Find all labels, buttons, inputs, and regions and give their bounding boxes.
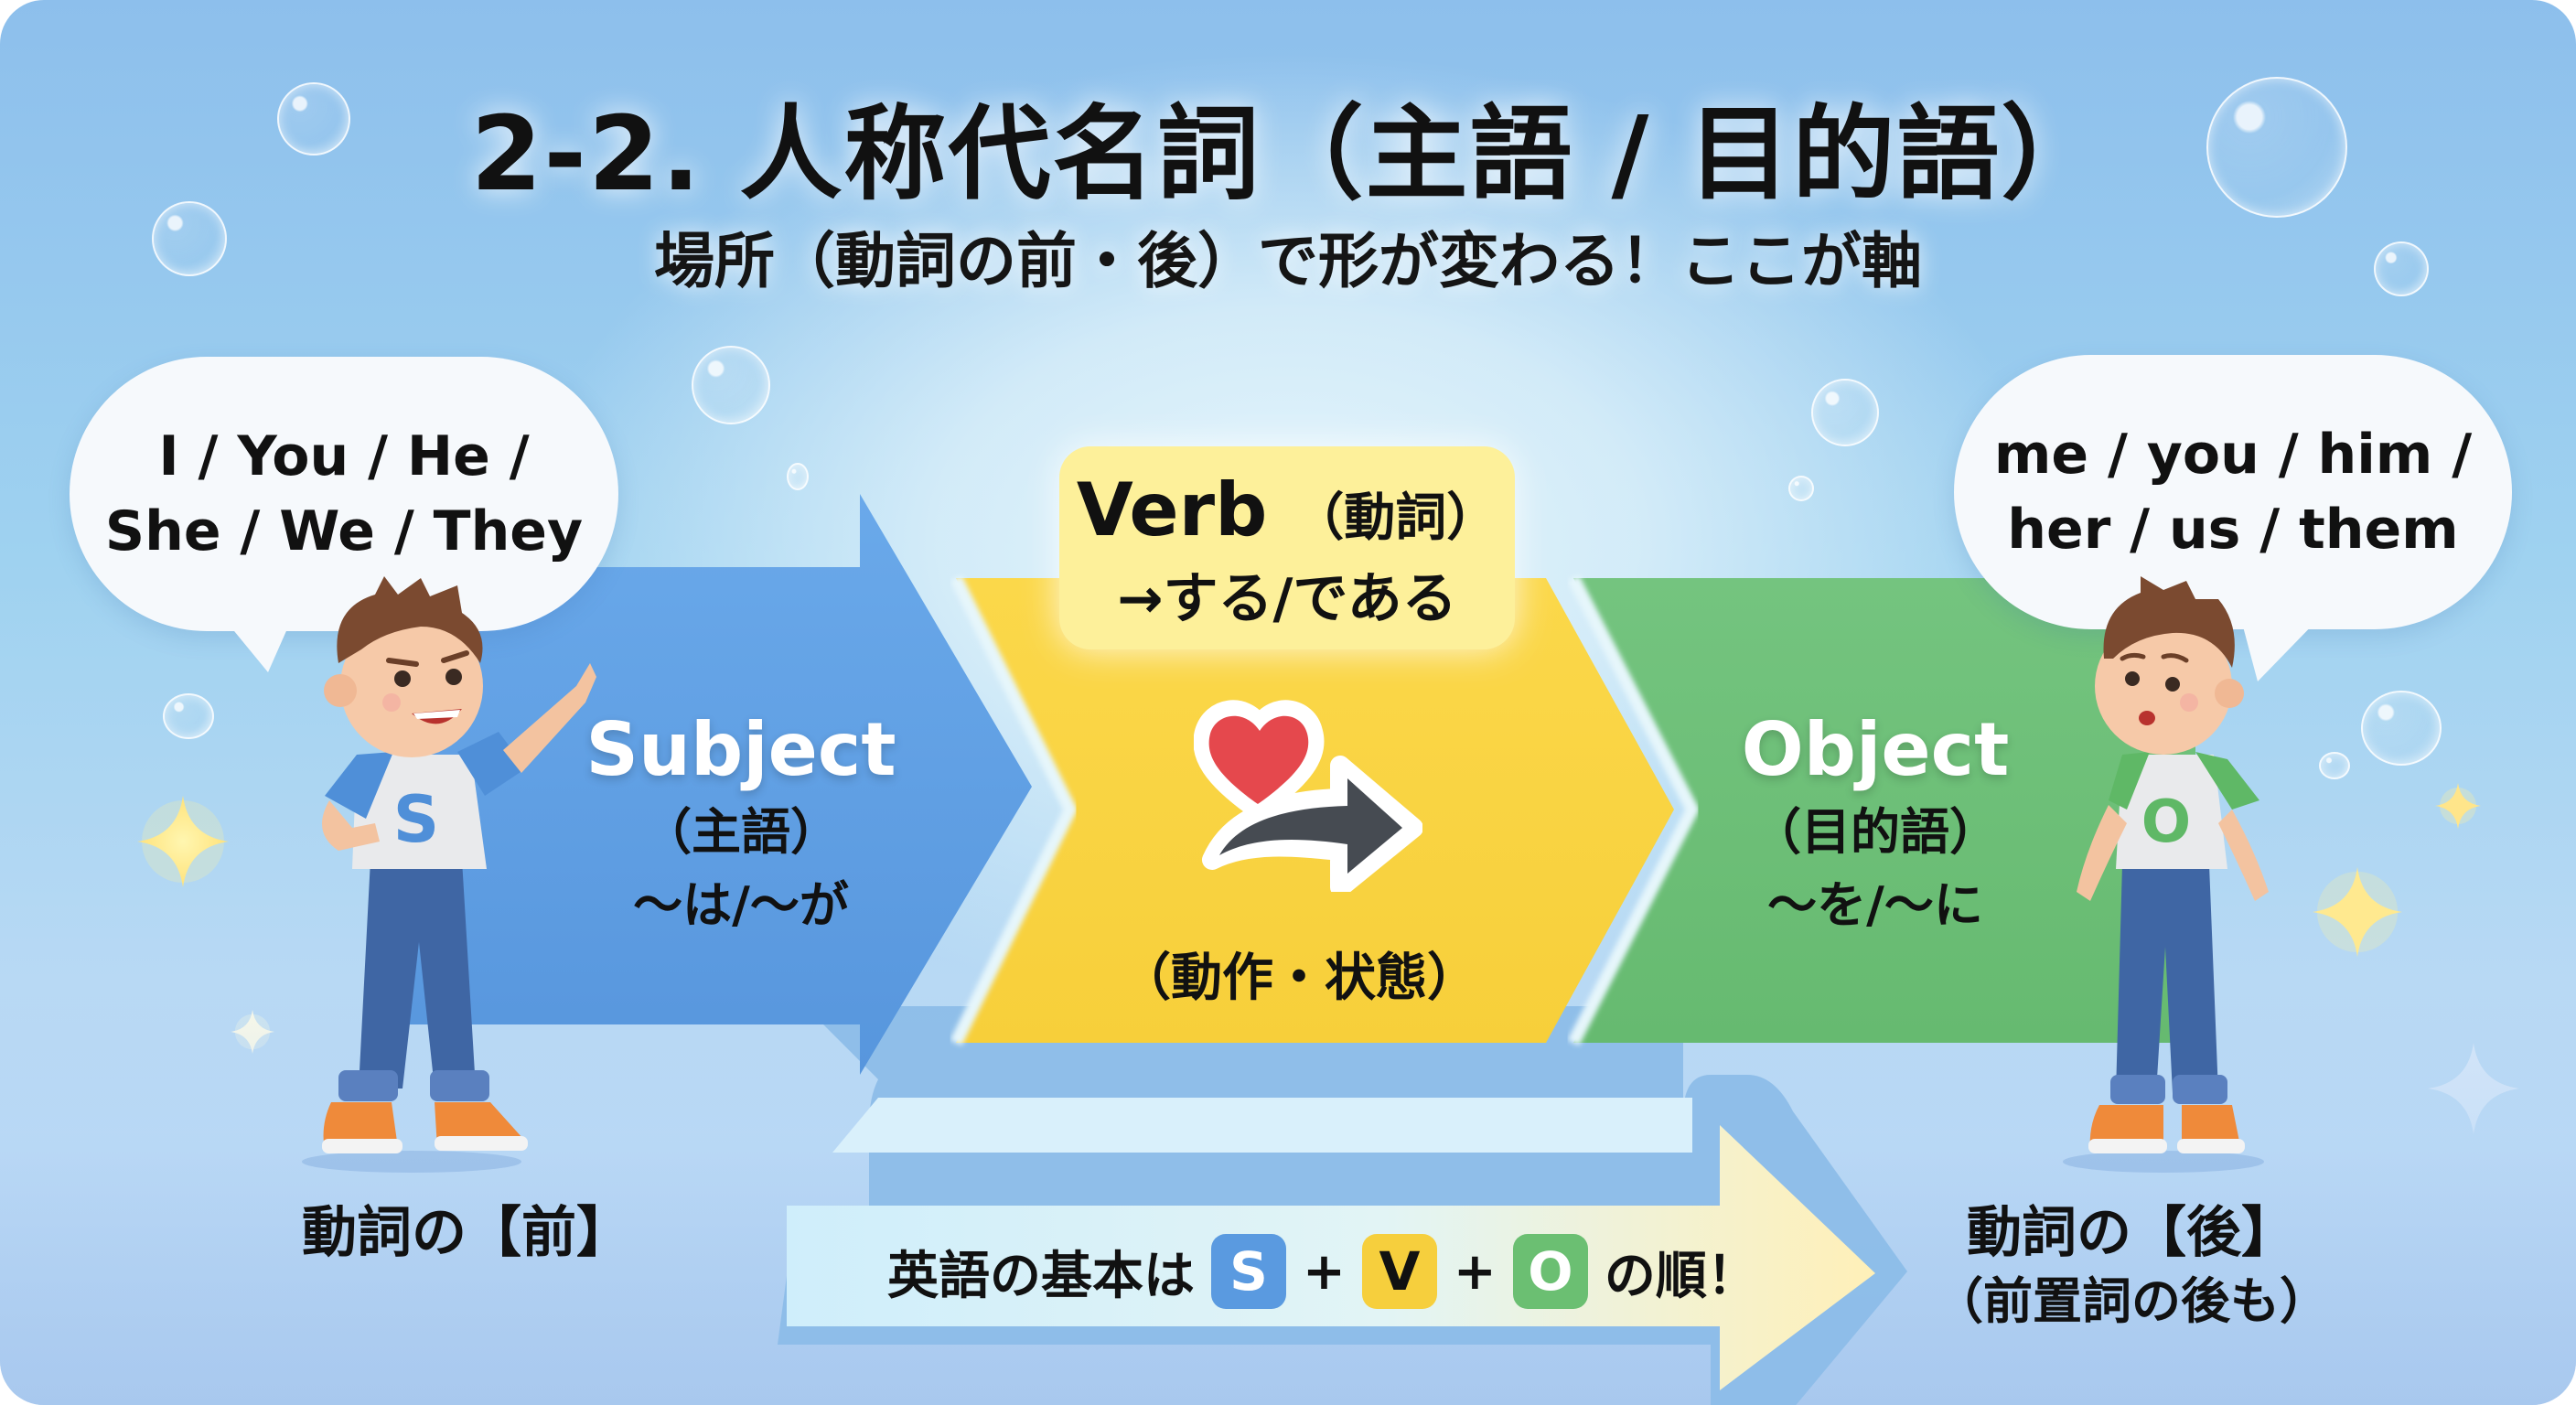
o-chip: O bbox=[1512, 1234, 1588, 1309]
speech-tail-icon bbox=[197, 585, 306, 672]
heart-arrow-icon bbox=[1194, 700, 1422, 892]
sparkle-icon bbox=[2428, 1043, 2519, 1134]
after-verb-line-1: 動詞の【後】 bbox=[1967, 1201, 2296, 1265]
page-title: 2-2. 人称代名詞（主語 / 目的語） bbox=[470, 95, 2106, 214]
svo-prefix: 英語の基本は bbox=[887, 1246, 1195, 1306]
subject-particles: 〜は/〜が bbox=[633, 876, 849, 934]
svo-suffix: の順！ bbox=[1604, 1246, 1758, 1306]
verb-en: Verb bbox=[1076, 467, 1268, 552]
object-label: Object （目的語） 〜を/〜に bbox=[1720, 704, 2031, 942]
verb-caption: （動作・状態） bbox=[1120, 949, 1478, 1008]
bubble-decoration bbox=[152, 201, 227, 276]
subject-jp: （主語） bbox=[642, 803, 840, 861]
before-verb-label: 動詞の【前】 bbox=[302, 1201, 631, 1265]
bubble-decoration bbox=[277, 82, 350, 156]
subject-en: Subject bbox=[585, 707, 896, 792]
bubble-decoration bbox=[2374, 241, 2429, 296]
subject-pronouns-line-2: She / We / They bbox=[104, 499, 584, 563]
bubble-decoration bbox=[787, 463, 809, 490]
subject-pronouns-line-1: I / You / He / bbox=[158, 424, 530, 488]
after-verb-label: 動詞の【後】 （前置詞の後も） bbox=[1930, 1196, 2333, 1334]
object-jp: （目的語） bbox=[1752, 803, 1999, 861]
object-en: Object bbox=[1741, 707, 2010, 792]
sparkle-icon bbox=[2313, 867, 2402, 957]
object-particles: 〜を/〜に bbox=[1767, 876, 1983, 934]
object-pronouns-line-2: her / us / them bbox=[2007, 498, 2459, 562]
plus-sign: + bbox=[1303, 1241, 1346, 1302]
bubble-decoration bbox=[2206, 77, 2347, 218]
subject-label: Subject （主語） 〜は/〜が bbox=[567, 704, 915, 942]
sparkle-icon bbox=[137, 796, 229, 887]
sparkle-icon bbox=[231, 1010, 274, 1054]
page-subtitle: 場所（動詞の前・後）で形が変わる！ここが軸 bbox=[654, 226, 1922, 296]
subject-character: S bbox=[274, 576, 604, 1173]
object-pronouns-line-1: me / you / him / bbox=[1993, 423, 2473, 487]
bubble-decoration bbox=[163, 693, 214, 739]
object-character: O bbox=[2035, 576, 2282, 1173]
verb-jp: （動詞） bbox=[1293, 488, 1498, 548]
svo-order-message: 英語の基本は S + V + O の順！ bbox=[887, 1230, 1758, 1313]
plus-sign: + bbox=[1453, 1241, 1497, 1302]
bubble-decoration bbox=[1788, 476, 1814, 501]
verb-meaning: →する/である bbox=[1117, 567, 1457, 631]
speech-tail-icon bbox=[2232, 585, 2351, 681]
bubble-decoration bbox=[1811, 379, 1879, 446]
object-pronouns-speech-bubble: me / you / him / her / us / them bbox=[1954, 355, 2512, 629]
s-chip: S bbox=[1211, 1234, 1286, 1309]
subject-pronouns-speech-bubble: I / You / He / She / We / They bbox=[70, 357, 618, 631]
shirt-letter: S bbox=[393, 782, 439, 857]
after-verb-line-2: （前置詞の後も） bbox=[1934, 1272, 2329, 1330]
bubble-decoration bbox=[2361, 691, 2442, 766]
verb-card: Verb （動詞） →する/である bbox=[1059, 446, 1515, 649]
sparkle-icon bbox=[2435, 783, 2481, 829]
bubble-decoration bbox=[2319, 752, 2350, 779]
shirt-letter: O bbox=[2141, 788, 2191, 856]
v-chip: V bbox=[1361, 1234, 1437, 1309]
bubble-decoration bbox=[692, 346, 770, 424]
